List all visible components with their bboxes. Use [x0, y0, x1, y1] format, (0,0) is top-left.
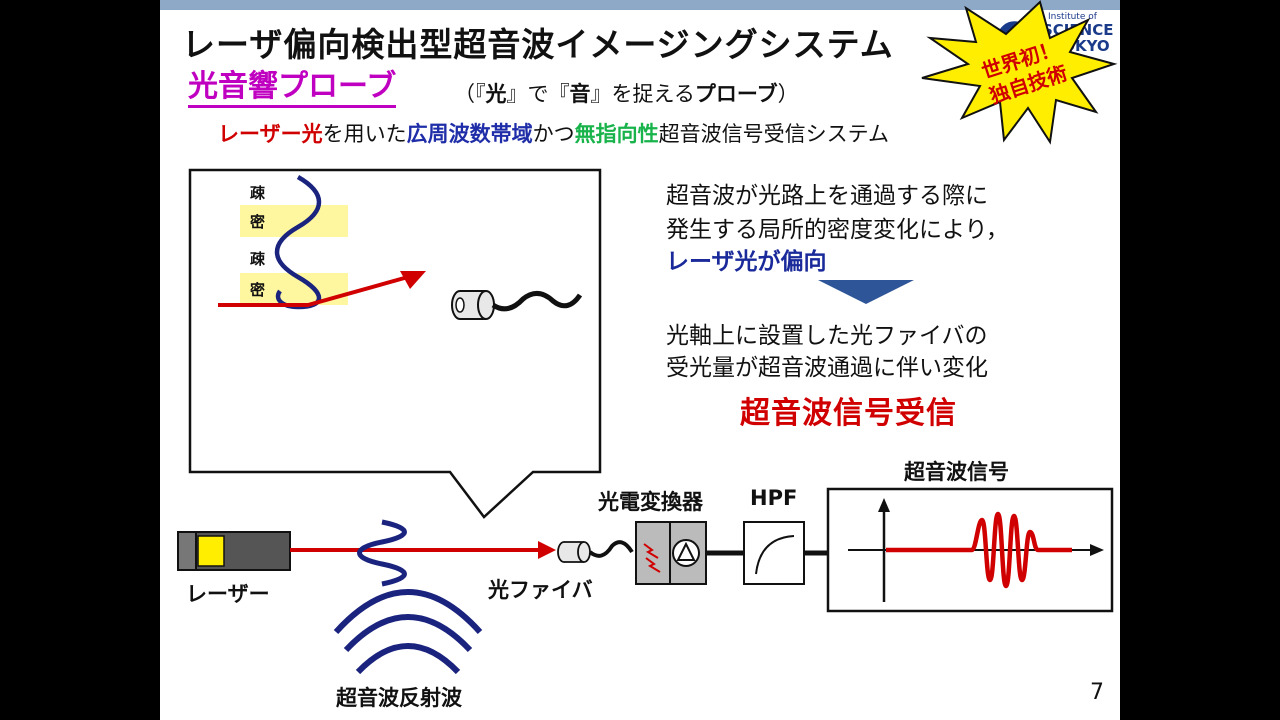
tagline: レーザー光を用いた広周波数帯域かつ無指向性超音波信号受信システム [218, 118, 889, 148]
inset-label-sparse-1: 疎 [250, 184, 266, 202]
tagline-broadband: 広周波数帯域 [406, 122, 533, 146]
hpf-filter-icon [743, 521, 805, 585]
fiber-icon [557, 540, 634, 563]
ultrasound-wave-icon [357, 519, 407, 587]
inset-label-sparse-2: 疎 [250, 250, 266, 268]
paren-oto: 音 [569, 82, 591, 106]
slide: レーザ偏向検出型超音波イメージングシステム 光音響プローブ （『光』で『音』を捉… [160, 0, 1120, 720]
desc-line2: 発生する局所的密度変化により， [666, 217, 1009, 243]
logo-small-text: Institute of [1048, 12, 1097, 22]
laser-label: レーザー [186, 582, 270, 606]
desc-line5: 受光量が超音波通過に伴い変化 [666, 355, 988, 381]
tagline-part2: を用いた [322, 122, 407, 146]
hpf-label: HPF [750, 486, 798, 510]
paren-close: ） [777, 82, 799, 106]
tagline-omni: 無指向性 [574, 122, 659, 146]
signal-label: 超音波信号 [904, 460, 1009, 484]
inset-fiber-icon [451, 290, 583, 320]
tagline-part6: 超音波信号受信システム [658, 122, 889, 146]
tagline-laser: レーザー光 [218, 122, 323, 146]
top-accent-bar [160, 0, 1120, 10]
inset-laser-arrowhead-icon [400, 271, 426, 289]
paren-probe: プローブ [694, 82, 778, 106]
system-diagram [177, 487, 1114, 675]
inset-label-dense-1: 密 [250, 213, 265, 231]
badge-starburst-icon [921, 0, 1118, 145]
desc-line1: 超音波が光路上を通過する際に [666, 183, 988, 209]
desc-line4: 光軸上に設置した光ファイバの [666, 323, 988, 349]
world-first-badge: 世界初！ 独自技術 [921, 0, 1118, 145]
paren-mid2: 』を捉える [590, 82, 695, 106]
laser-arrowhead-icon [538, 541, 556, 559]
reflected-wave-arc-2 [343, 614, 473, 653]
tagline-part4: かつ [532, 122, 575, 146]
result-text: 超音波信号受信 [740, 396, 957, 431]
reflected-wave-label: 超音波反射波 [336, 686, 462, 710]
slide-title: レーザ偏向検出型超音波イメージングシステム [182, 25, 894, 64]
down-triangle-icon [818, 280, 914, 304]
callout-inset: 疎 密 疎 密 [188, 168, 602, 519]
desc-deflection: レーザ光が偏向 [666, 249, 827, 275]
fiber-label: 光ファイバ [488, 578, 593, 602]
laser-device-icon [177, 531, 291, 571]
page-number: 7 [1090, 680, 1104, 705]
subtitle-paren: （『光』で『音』を捉えるプローブ） [454, 78, 799, 108]
converter-label: 光電変換器 [598, 490, 703, 514]
inset-label-dense-2: 密 [250, 281, 265, 299]
reflected-wave-arc-3 [333, 589, 483, 635]
inset-laser-beam [218, 275, 409, 307]
signal-display [826, 487, 1114, 613]
paren-kou: 光 [485, 82, 507, 106]
signal-waveform [886, 511, 1072, 589]
paren-mid1: 』で『 [506, 82, 570, 106]
photoelectric-converter-icon [635, 521, 707, 585]
paren-open: （『 [454, 82, 486, 106]
reflected-wave-arc-1 [355, 643, 461, 675]
subtitle: 光音響プローブ [188, 69, 397, 108]
